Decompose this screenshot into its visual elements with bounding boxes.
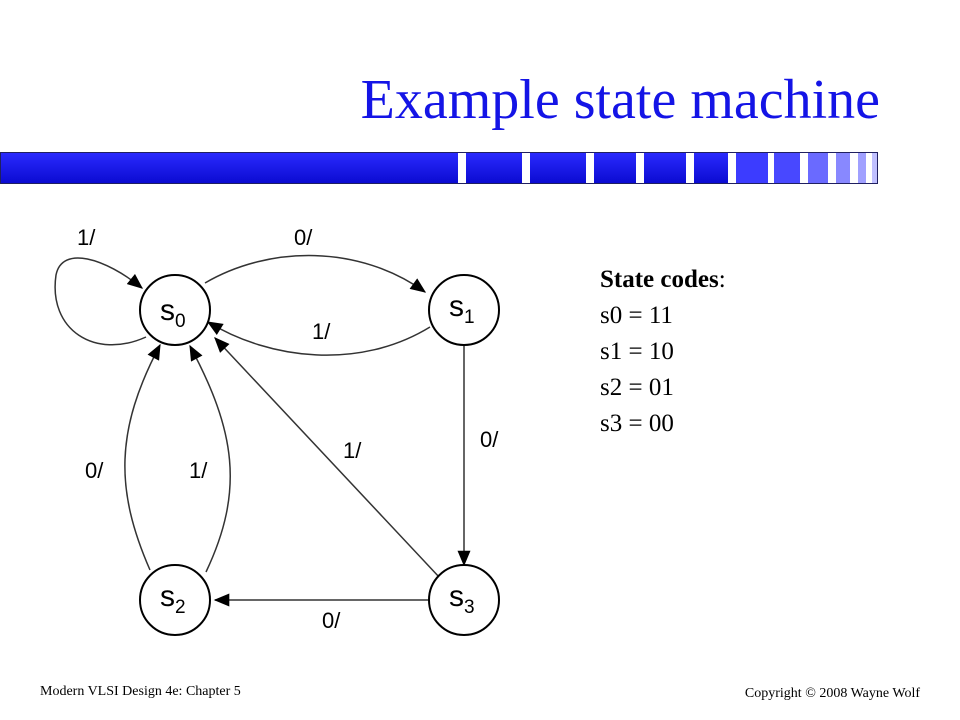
- state-s3-prefix: s: [449, 580, 464, 613]
- state-code-item: s0 = 11: [600, 302, 673, 329]
- state-codes-list: State codes: s0 = 11 s1 = 10 s2 = 01 s3 …: [600, 262, 726, 442]
- state-s3-index: 3: [464, 597, 475, 618]
- state-code-item: s1 = 10: [600, 338, 674, 365]
- state-s2: s2: [139, 564, 211, 636]
- state-s2-prefix: s: [160, 580, 175, 613]
- svg-text:s2: s2: [160, 580, 186, 618]
- edge-s1-s0: [206, 321, 431, 356]
- edge-label-s1-s3: 0/: [480, 427, 499, 452]
- title-decoration-bar: [0, 152, 878, 184]
- state-code-item: s2 = 01: [600, 374, 674, 401]
- edge-label-s0-s1: 0/: [294, 225, 313, 250]
- edge-label-s2-s0-a: 0/: [85, 458, 104, 483]
- state-s2-index: 2: [175, 597, 186, 618]
- state-codes-heading-text: State codes: [600, 266, 719, 293]
- state-code-item: s3 = 00: [600, 410, 674, 437]
- slide-title: Example state machine: [360, 69, 880, 131]
- edge-label-s3-s2: 0/: [322, 608, 341, 633]
- svg-text:s3: s3: [449, 580, 475, 618]
- edge-label-s1-s0: 1/: [312, 319, 331, 344]
- svg-text:s1: s1: [449, 290, 475, 328]
- state-codes-heading: State codes:: [600, 262, 726, 298]
- edge-s3-s0: [214, 337, 441, 579]
- edge-s0-s0: [54, 257, 147, 346]
- footer-copyright: Copyright © 2008 Wayne Wolf: [744, 686, 920, 701]
- svg-text:s0: s0: [160, 294, 186, 332]
- edge-label-s0-s0: 1/: [77, 225, 96, 250]
- state-s0-index: 0: [175, 311, 186, 332]
- state-s0: s0: [139, 274, 211, 346]
- edge-label-s3-s0: 1/: [343, 438, 362, 463]
- state-s0-prefix: s: [160, 294, 175, 327]
- state-s3: s3: [428, 564, 500, 636]
- edge-s2-s0-a: [124, 343, 161, 571]
- edge-s2-s0-b: [189, 344, 231, 573]
- footer-course: Modern VLSI Design 4e: Chapter 5: [40, 684, 241, 699]
- state-codes-heading-colon: :: [718, 266, 726, 293]
- state-s1-prefix: s: [449, 290, 464, 323]
- edge-s0-s1: [204, 254, 427, 293]
- state-s1: s1: [428, 274, 500, 346]
- edge-label-s2-s0-b: 1/: [189, 458, 208, 483]
- state-s1-index: 1: [464, 307, 475, 328]
